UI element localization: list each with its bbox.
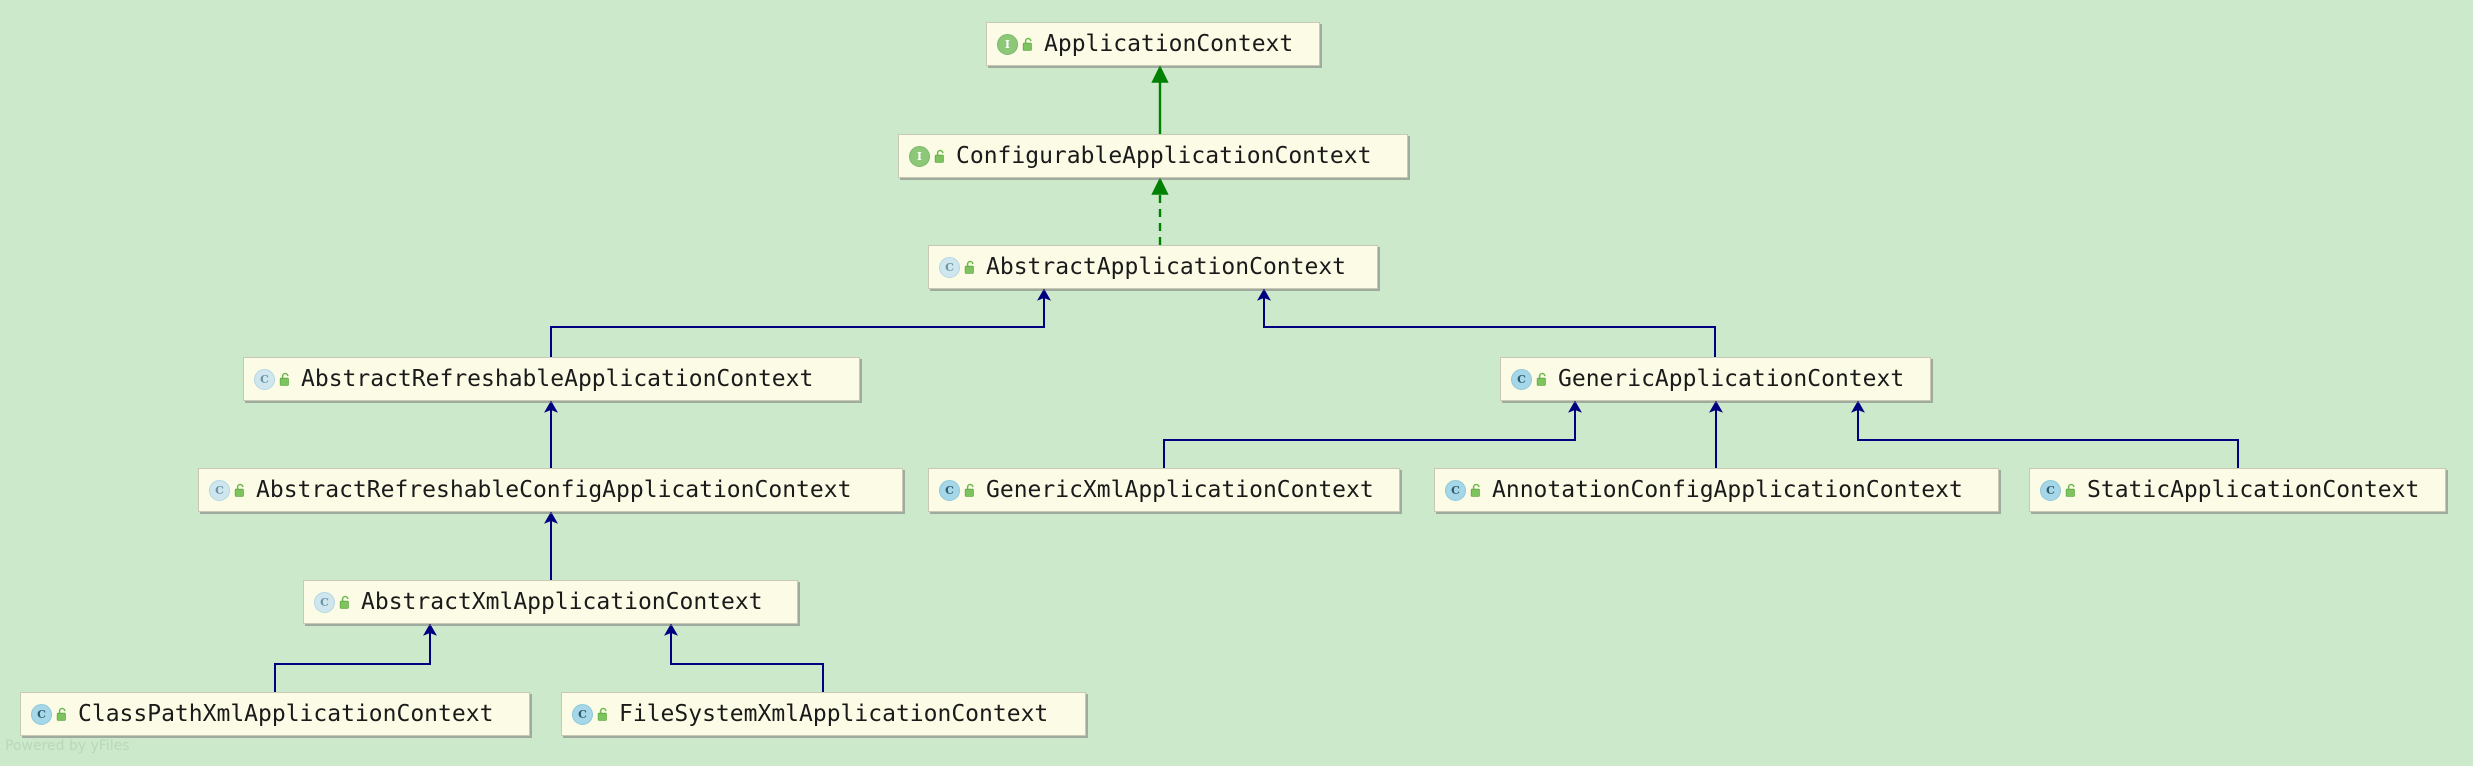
unlocked-padlock-icon — [1536, 372, 1546, 386]
abstract-class-icon: C — [314, 591, 335, 613]
abstract-class-icon: C — [254, 368, 275, 390]
class-name-label: GenericApplicationContext — [1558, 365, 1905, 392]
class-node-genericXmlApplicationContext[interactable]: C GenericXmlApplicationContext — [928, 468, 1400, 512]
edge-classPathXmlApplicationContext-to-abstractXmlApplicationContext — [274, 623, 437, 692]
class-name-label: AbstractRefreshableApplicationContext — [301, 365, 814, 392]
edge-genericApplicationContext-to-abstractApplicationContext — [1257, 288, 1716, 357]
class-node-annotationConfigApplicationContext[interactable]: C AnnotationConfigApplicationContext — [1434, 468, 1999, 512]
abstract-class-icon: C — [939, 256, 960, 278]
class-name-label: AnnotationConfigApplicationContext — [1492, 476, 1963, 503]
unlocked-padlock-icon — [234, 483, 244, 497]
unlocked-padlock-icon — [934, 149, 944, 163]
class-icon: C — [572, 703, 593, 725]
class-name-label: FileSystemXmlApplicationContext — [619, 700, 1049, 727]
node-icons: I — [997, 33, 1035, 55]
class-node-genericApplicationContext[interactable]: C GenericApplicationContext — [1500, 357, 1931, 401]
node-icons: C — [314, 591, 352, 613]
node-icons: C — [31, 703, 69, 725]
node-icons: C — [572, 703, 610, 725]
class-name-label: AbstractRefreshableConfigApplicationCont… — [256, 476, 852, 503]
node-icons: C — [939, 479, 977, 501]
node-icons: C — [939, 256, 977, 278]
class-name-label: AbstractApplicationContext — [986, 253, 1347, 280]
unlocked-padlock-icon — [1470, 483, 1480, 497]
class-node-staticApplicationContext[interactable]: C StaticApplicationContext — [2029, 468, 2446, 512]
interface-icon: I — [909, 145, 930, 167]
class-node-fileSystemXmlApplicationContext[interactable]: C FileSystemXmlApplicationContext — [561, 692, 1086, 736]
class-icon: C — [939, 479, 960, 501]
node-icons: C — [1511, 368, 1549, 390]
abstract-class-icon: C — [209, 479, 230, 501]
class-name-label: ApplicationContext — [1044, 30, 1294, 57]
class-node-abstractApplicationContext[interactable]: C AbstractApplicationContext — [928, 245, 1378, 289]
class-name-label: GenericXmlApplicationContext — [986, 476, 1374, 503]
class-node-configurableApplicationContext[interactable]: I ConfigurableApplicationContext — [898, 134, 1408, 178]
unlocked-padlock-icon — [339, 595, 349, 609]
node-icons: C — [254, 368, 292, 390]
edge-fileSystemXmlApplicationContext-to-abstractXmlApplicationContext — [664, 623, 824, 692]
node-icons: C — [1445, 479, 1483, 501]
class-icon: C — [31, 703, 52, 725]
class-node-abstractXmlApplicationContext[interactable]: C AbstractXmlApplicationContext — [303, 580, 798, 624]
edge-genericXmlApplicationContext-to-genericApplicationContext — [1163, 400, 1582, 468]
yfiles-watermark: Powered by yFiles — [5, 738, 130, 754]
unlocked-padlock-icon — [597, 707, 607, 721]
unlocked-padlock-icon — [1022, 37, 1032, 51]
class-icon: C — [1511, 368, 1532, 390]
class-name-label: ConfigurableApplicationContext — [956, 142, 1372, 169]
unlocked-padlock-icon — [279, 372, 289, 386]
class-node-applicationContext[interactable]: I ApplicationContext — [986, 22, 1320, 66]
unlocked-padlock-icon — [2065, 483, 2075, 497]
class-node-abstractRefreshableApplicationContext[interactable]: C AbstractRefreshableApplicationContext — [243, 357, 860, 401]
class-name-label: StaticApplicationContext — [2087, 476, 2420, 503]
edge-staticApplicationContext-to-genericApplicationContext — [1851, 400, 2239, 468]
unlocked-padlock-icon — [964, 260, 974, 274]
class-icon: C — [1445, 479, 1466, 501]
unlocked-padlock-icon — [964, 483, 974, 497]
class-name-label: ClassPathXmlApplicationContext — [78, 700, 494, 727]
class-name-label: AbstractXmlApplicationContext — [361, 588, 763, 615]
node-icons: C — [2040, 479, 2078, 501]
class-icon: C — [2040, 479, 2061, 501]
class-node-classPathXmlApplicationContext[interactable]: C ClassPathXmlApplicationContext — [20, 692, 530, 736]
node-icons: C — [209, 479, 247, 501]
class-node-abstractRefreshableConfigApplicationContext[interactable]: C AbstractRefreshableConfigApplicationCon… — [198, 468, 903, 512]
edge-abstractRefreshableApplicationContext-to-abstractApplicationContext — [550, 288, 1051, 357]
unlocked-padlock-icon — [56, 707, 66, 721]
node-icons: I — [909, 145, 947, 167]
interface-icon: I — [997, 33, 1018, 55]
